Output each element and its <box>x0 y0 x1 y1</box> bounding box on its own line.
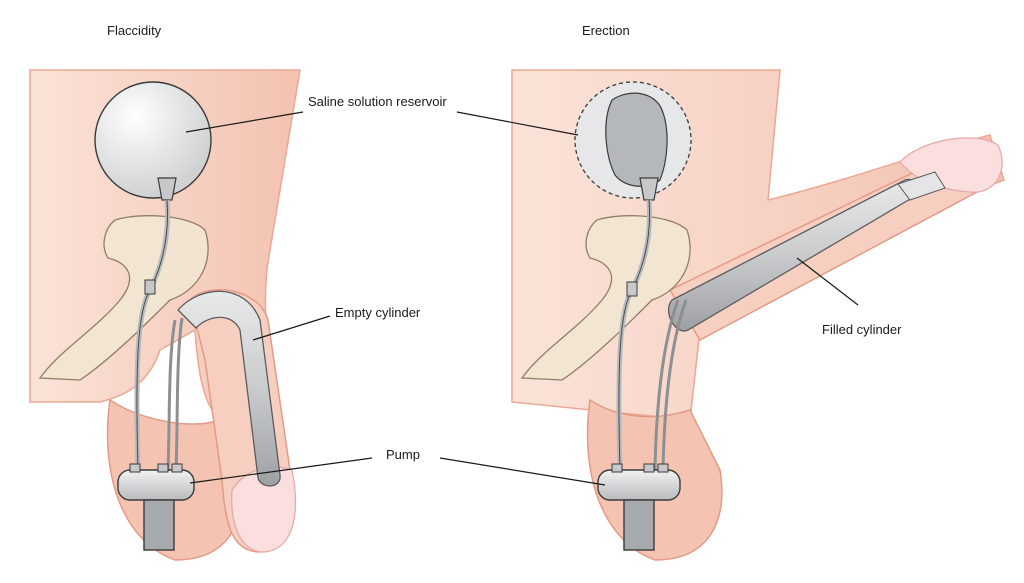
tubing-left-2 <box>166 317 184 471</box>
panel-title-right: Erection <box>582 23 630 38</box>
pubic-bone-right <box>520 215 691 381</box>
label-pump: Pump <box>386 447 420 462</box>
reservoir-balloon-left <box>94 81 212 199</box>
cylinder-tip <box>897 171 946 201</box>
label-empty-cylinder: Empty cylinder <box>335 305 421 320</box>
leader-reservoir-left <box>185 111 304 133</box>
label-reservoir: Saline solution reservoir <box>308 94 447 109</box>
reservoir-connector-right <box>639 177 659 201</box>
leader-pump-right <box>439 457 606 486</box>
label-filled-cylinder: Filled cylinder <box>822 322 902 337</box>
tubing-right-2 <box>653 299 688 471</box>
tube-joint-left <box>144 279 156 295</box>
erect-panel <box>511 69 1005 561</box>
flaccid-panel <box>29 69 301 561</box>
pump-body-left <box>143 499 175 551</box>
reservoir-deflated <box>605 92 668 187</box>
leader-pump-left <box>189 457 373 484</box>
leader-empty-cylinder <box>252 315 331 341</box>
leader-filled-cylinder <box>796 257 859 306</box>
pump-body-right <box>623 499 655 551</box>
pump-bulb-left <box>117 469 195 501</box>
pubic-bone-left <box>38 215 209 381</box>
panel-title-left: Flaccidity <box>107 23 162 38</box>
reservoir-connector-left <box>157 177 177 201</box>
leader-reservoir-right <box>456 111 579 136</box>
pump-bulb-right <box>597 469 681 501</box>
leader-lines <box>185 111 859 486</box>
tube-joint-right <box>626 281 638 297</box>
